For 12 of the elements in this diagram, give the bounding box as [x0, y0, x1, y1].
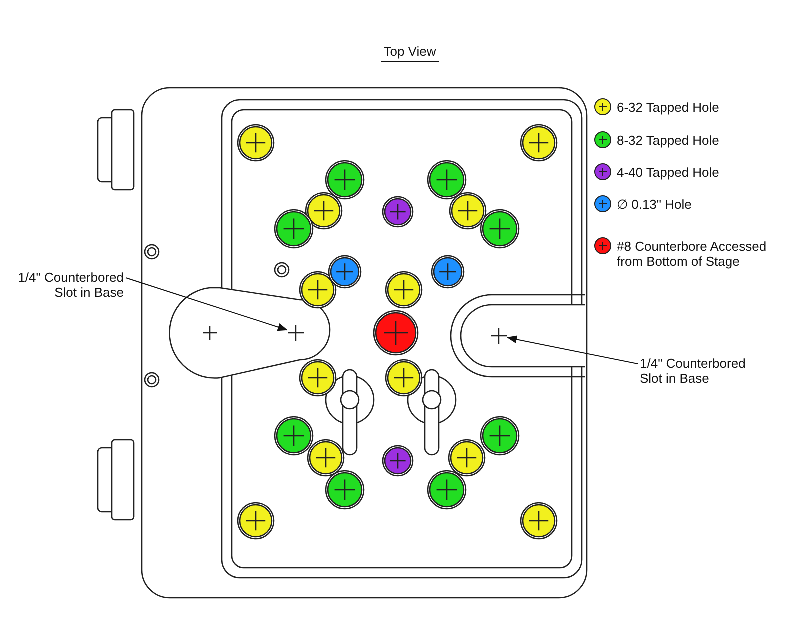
cross-mark [287, 324, 305, 342]
legend-text: 6-32 Tapped Hole [617, 100, 720, 115]
legend-text: ∅ 0.13" Hole [617, 197, 693, 212]
cross-mark [490, 327, 508, 345]
callout-text: 1/4" Counterbored Slot in Base [2, 270, 124, 300]
legend-text: 8-32 Tapped Hole [617, 133, 720, 148]
legend-text: 4-40 Tapped Hole [617, 165, 720, 180]
leader-line [126, 278, 288, 332]
leader-line [507, 336, 638, 364]
legend-text: #8 Counterbore Accessed from Bottom of Stage [617, 239, 767, 269]
drawing-title: Top View [380, 44, 440, 62]
callout-text: 1/4" Counterbored Slot in Base [640, 356, 770, 386]
